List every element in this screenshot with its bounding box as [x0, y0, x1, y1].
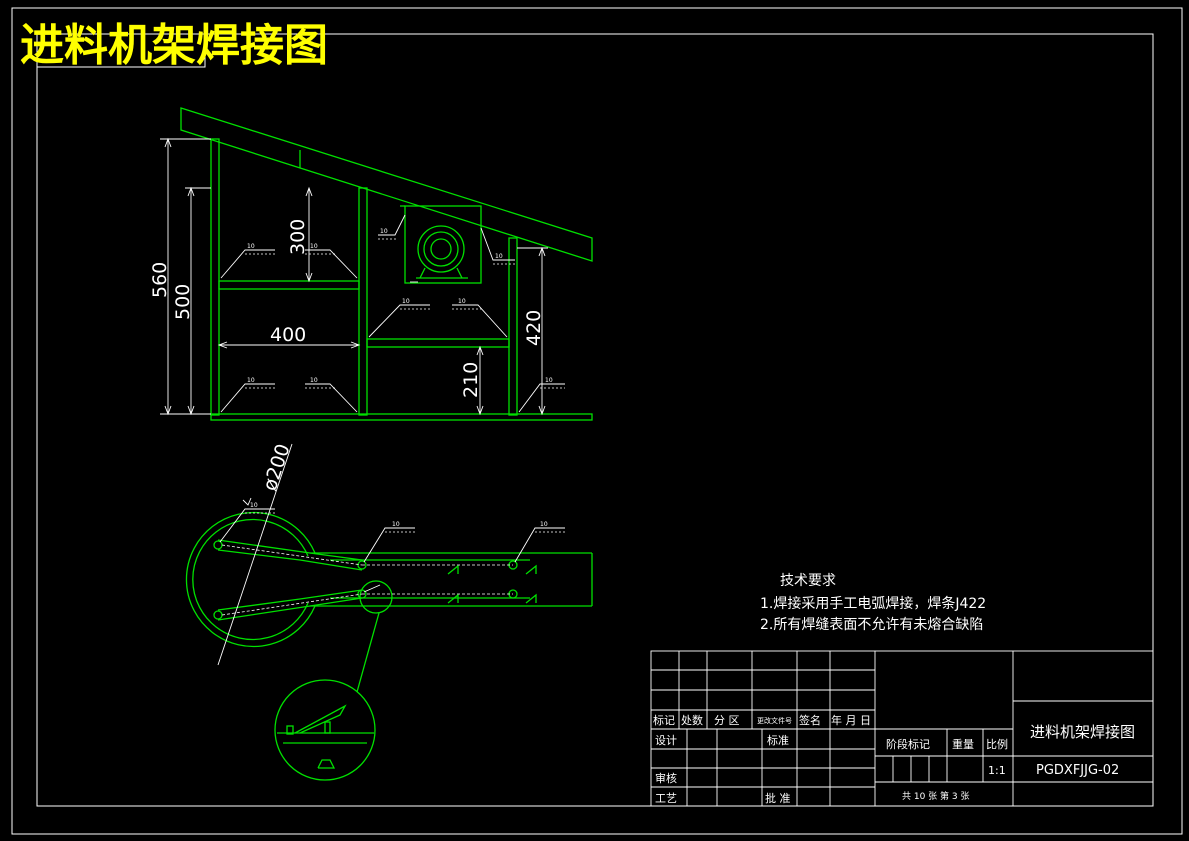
weld-label: 10 [495, 253, 503, 260]
tb-role-review: 审核 [655, 771, 677, 785]
dim-frame-height: 500 [172, 284, 194, 320]
tech-heading: 技术要求 [780, 573, 836, 589]
tb-weight: 重量 [952, 737, 974, 751]
tb-header-date: 年 月 日 [831, 713, 871, 727]
tech-requirements: 技术要求 1.焊接采用手工电弧焊接，焊条J422 2.所有焊缝表面不允许有未熔合… [760, 573, 986, 633]
top-weld-dashes [245, 512, 565, 533]
top-view-hidden-lines [221, 544, 513, 616]
tech-item-1: 1.焊接采用手工电弧焊接，焊条J422 [760, 595, 986, 612]
outer-border [11, 7, 1183, 835]
weld-label: 10 [402, 298, 410, 305]
tb-header-mark: 标记 [653, 713, 675, 727]
tech-item-2: 2.所有焊缝表面不允许有未熔合缺陷 [760, 617, 983, 633]
weld-label: 10 [545, 377, 553, 384]
title-block [650, 650, 1154, 807]
front-weld-labels: 10 10 10 10 10 10 10 10 10 [247, 228, 553, 384]
weld-label: 10 [310, 243, 318, 250]
tb-stage-mark: 阶段标记 [886, 737, 930, 751]
middle-leg [358, 187, 368, 416]
weld-label: 10 [310, 377, 318, 384]
left-leg [210, 138, 220, 416]
motor-housing [417, 225, 465, 273]
top-weld-labels: 10 10 10 [250, 502, 548, 528]
front-view [180, 107, 593, 421]
tb-drawing-name: 进料机架焊接图 [1030, 723, 1135, 741]
tb-header-signature: 签名 [799, 713, 821, 727]
weld-label: 10 [458, 298, 466, 305]
tb-scale-value: 1:1 [988, 764, 1006, 777]
title-block-text: 标记 处数 分 区 更改文件号 签名 年 月 日 设计 标准 审核 工艺 批 准… [653, 713, 1135, 805]
top-view [185, 511, 593, 781]
tb-role-approve: 批 准 [765, 791, 791, 805]
weld-label: 10 [247, 243, 255, 250]
tb-header-zone: 分 区 [714, 714, 740, 727]
tb-role-process: 工艺 [655, 792, 677, 805]
top-weld-leaders [219, 508, 565, 593]
inner-border [36, 33, 1154, 807]
weld-label: 10 [540, 521, 548, 528]
dim-width: 400 [270, 324, 306, 346]
tb-sheet-info: 共 10 张 第 3 张 [902, 790, 969, 802]
weld-label: 10 [247, 377, 255, 384]
detail-callout-circle [359, 580, 393, 614]
right-leg [508, 237, 518, 416]
tb-role-standard: 标准 [767, 733, 789, 747]
detail-view [274, 679, 376, 781]
front-weld-leaders [220, 214, 565, 413]
motor-bracket [404, 205, 482, 284]
weld-label: 10 [392, 521, 400, 528]
weld-label: 10 [250, 502, 258, 509]
middle-shelf [366, 338, 510, 348]
drum-inner [192, 518, 309, 641]
motor-pulley [423, 231, 459, 267]
tb-header-change-doc: 更改文件号 [757, 716, 792, 725]
front-weld-dashes [245, 238, 565, 389]
base-plate [210, 413, 593, 421]
front-dimension-lines [160, 137, 548, 416]
tb-role-design: 设计 [655, 734, 677, 747]
tb-header-count: 处数 [681, 714, 703, 727]
dim-right-leg: 420 [523, 310, 545, 346]
dim-diameter: ø200 [259, 441, 295, 493]
tb-scale-label: 比例 [986, 737, 1008, 751]
drawing-title: 进料机架焊接图 [20, 20, 328, 71]
dim-overall-height: 560 [149, 262, 171, 298]
title-tab-border [37, 34, 206, 68]
drum-outer [185, 511, 316, 648]
top-view-dimension [217, 443, 293, 666]
left-shelf [218, 280, 360, 290]
weld-label: 10 [380, 228, 388, 235]
tb-drawing-code: PGDXFJJG-02 [1036, 763, 1119, 778]
dim-upper-bay: 300 [287, 219, 309, 255]
dim-lower-shelf: 210 [460, 362, 482, 398]
front-dimension-labels: 560 500 300 400 210 420 [149, 219, 545, 398]
sloped-top-plate [180, 107, 593, 262]
